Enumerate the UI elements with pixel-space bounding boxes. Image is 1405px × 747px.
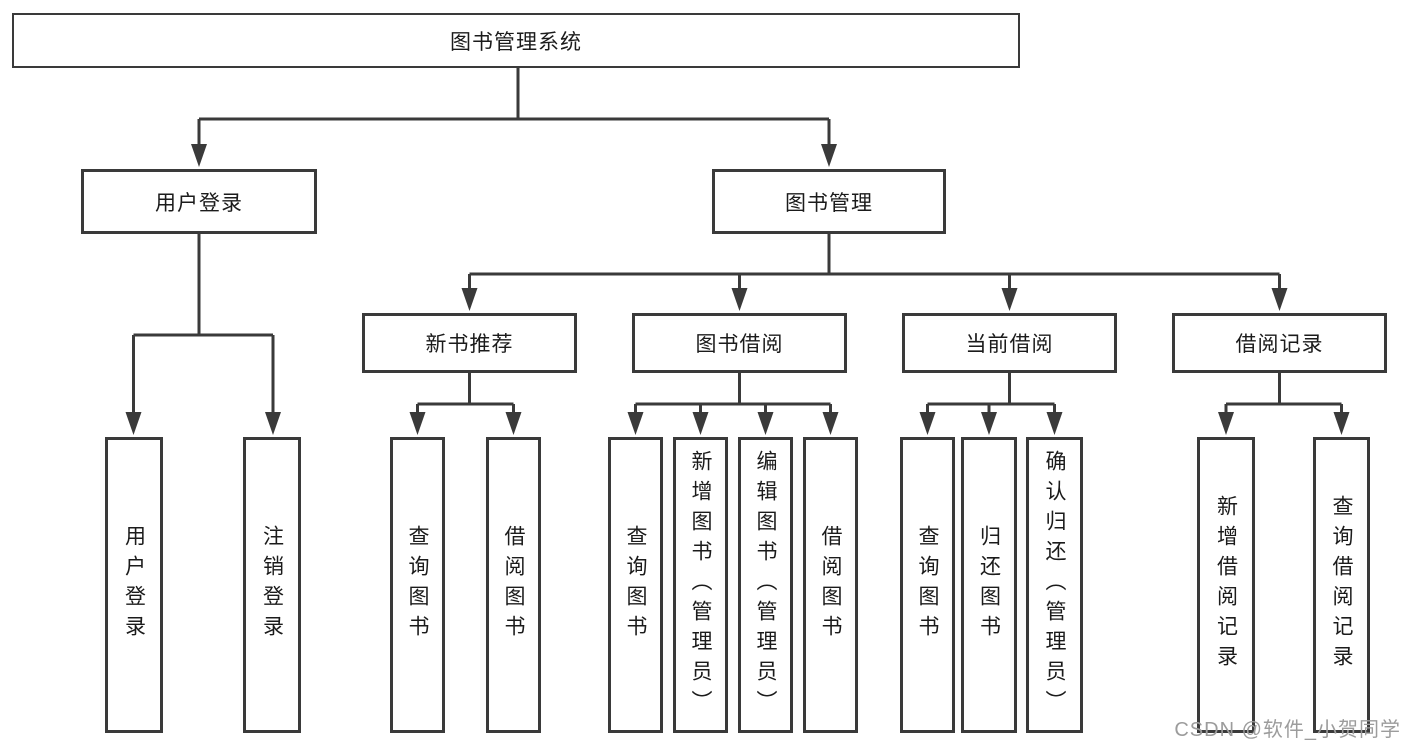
leaf-bb-edit-book-admin: 编辑图书（管理员） [738,437,793,733]
connector-book-borrow-children [634,373,832,414]
connector-borrow-record-children [1224,373,1343,414]
leaf-user-login: 用户登录 [105,437,163,733]
leaf-bb-add-book-admin: 新增图书（管理员） [673,437,728,733]
node-label: 用户登录 [155,191,243,215]
leaf-bb-query-book: 查询图书 [608,437,663,733]
node-label: 当前借阅 [965,333,1054,356]
arrowheads [125,144,1350,435]
leaf-label: 查询借阅记录 [1330,495,1353,675]
connector-root-to-level2 [197,68,831,146]
node-user-login: 用户登录 [81,169,317,234]
connector-user-login-children [132,233,275,414]
node-label: 图书管理 [785,191,873,215]
leaf-label: 借阅图书 [819,525,842,645]
leaf-label: 查询图书 [916,525,939,645]
leaf-label: 新增图书（管理员） [689,450,712,720]
leaf-br-query-record: 查询借阅记录 [1313,437,1370,733]
leaf-label: 用户登录 [122,525,146,645]
leaf-label: 新增借阅记录 [1214,495,1238,675]
leaf-nb-query-book: 查询图书 [390,437,445,733]
node-book-borrow: 图书借阅 [632,313,847,373]
node-label: 借阅记录 [1235,333,1324,356]
leaf-bb-borrow-book: 借阅图书 [803,437,858,733]
leaf-cb-return-book: 归还图书 [961,437,1017,733]
connector-new-book-children [416,373,515,414]
leaf-cb-query-book: 查询图书 [900,437,955,733]
leaf-label: 编辑图书（管理员） [754,450,777,720]
leaf-logout: 注销登录 [243,437,301,733]
leaf-br-add-record: 新增借阅记录 [1197,437,1255,733]
csdn-watermark: CSDN @软件_小贺同学 [1174,719,1401,741]
leaf-label: 查询图书 [624,525,647,645]
leaf-label: 归还图书 [977,525,1001,645]
connector-book-mgmt-children [468,234,1281,290]
node-label: 图书管理系统 [450,30,582,54]
node-current-borrow: 当前借阅 [902,313,1117,373]
node-borrow-record: 借阅记录 [1172,313,1387,373]
leaf-nb-borrow-book: 借阅图书 [486,437,541,733]
leaf-label: 注销登录 [260,525,284,645]
leaf-label: 确认归还（管理员） [1043,450,1066,720]
leaf-label: 借阅图书 [502,525,525,645]
node-label: 图书借阅 [695,333,784,356]
leaf-label: 查询图书 [406,525,429,645]
node-label: 新书推荐 [425,333,514,356]
node-new-book-recommend: 新书推荐 [362,313,577,373]
leaf-cb-confirm-return-admin: 确认归还（管理员） [1026,437,1083,733]
node-library-management-system: 图书管理系统 [12,13,1020,68]
node-book-management: 图书管理 [712,169,946,234]
connector-current-borrow-children [926,373,1056,414]
